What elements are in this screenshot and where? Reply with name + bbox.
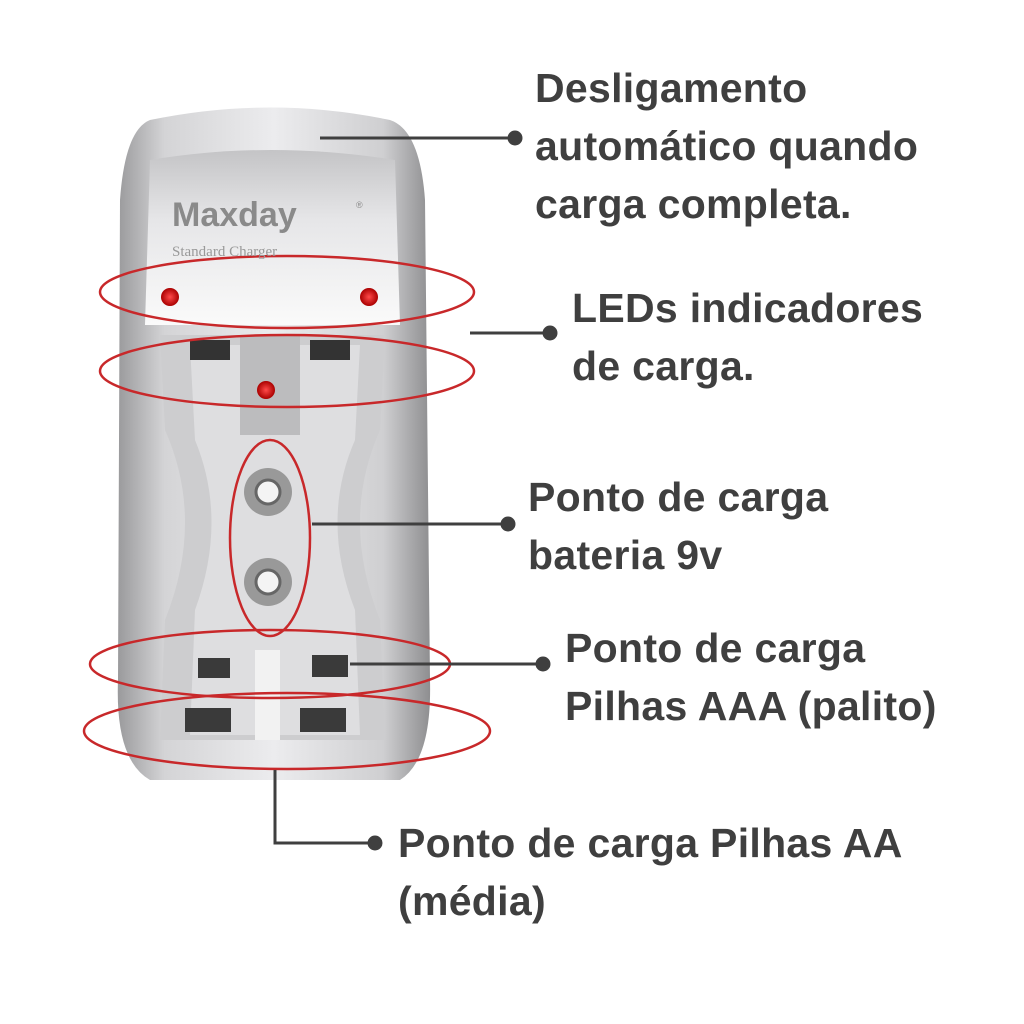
callout-line: bateria 9v [528,532,723,578]
9v-terminal-top [244,468,292,516]
callout-line: de carga. [572,343,755,389]
led-right [360,288,378,306]
callout-line: LEDs indicadores [572,285,924,331]
callout-line: (média) [398,878,546,924]
brand-logo: Maxday [172,196,297,234]
highlight-ellipses [82,254,492,771]
callout-line: Ponto de carga Pilhas AA [398,820,903,866]
product-subtitle: Standard Charger [172,244,277,260]
led-center [257,381,275,399]
callout-line: Desligamento [535,65,808,111]
callout-line: Ponto de carga [528,474,829,520]
callout-line: Ponto de carga [565,625,866,671]
9v-terminal-bottom [244,558,292,606]
led-left [161,288,179,306]
aaa-contact-left [198,658,230,678]
charger-body [117,107,431,780]
callout-aa: Ponto de carga Pilhas AA (média) [398,814,903,930]
callout-9v: Ponto de carga bateria 9v [528,468,828,584]
aaa-contact-right [312,655,348,677]
callout-line: carga completa. [535,181,852,227]
aa-contact-left [185,708,231,732]
callout-aaa: Ponto de carga Pilhas AAA (palito) [565,619,937,735]
aa-contact-right [300,708,346,732]
callout-leds: LEDs indicadores de carga. [572,279,923,395]
callout-line: automático quando [535,123,919,169]
callout-auto-shutoff: Desligamento automático quando carga com… [535,59,918,233]
leader-lines [273,130,558,851]
callout-line: Pilhas AAA (palito) [565,683,937,729]
registered-mark: ® [356,200,363,210]
